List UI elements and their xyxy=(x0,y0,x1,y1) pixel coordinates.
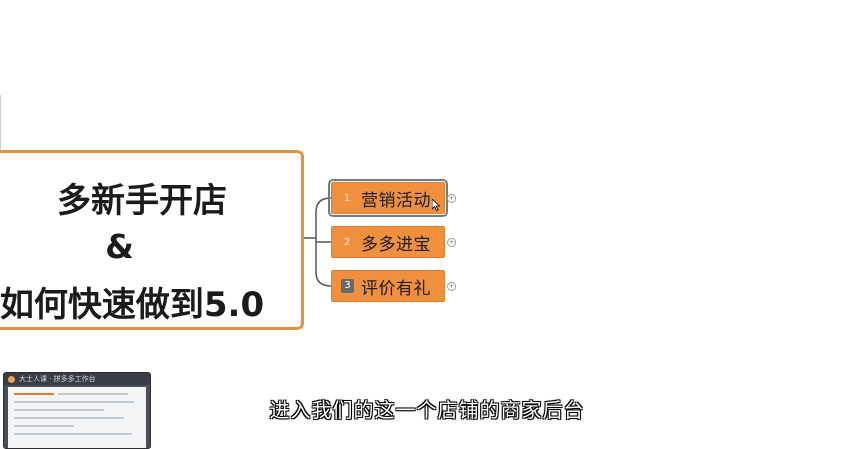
topic-number-badge: 1 xyxy=(343,192,351,204)
thumbnail-titlebar: 大士人课 · 拼多多工作台 xyxy=(4,373,150,385)
window-thumbnail[interactable]: 大士人课 · 拼多多工作台 xyxy=(3,372,151,449)
subtopic-review-rewards[interactable]: 3 评价有礼 xyxy=(331,270,445,302)
video-subtitle: 进入我们的这一个店铺的商家后台 xyxy=(269,398,585,422)
topic-number-badge: 2 xyxy=(343,236,351,248)
central-topic-line3: 如何快速做到5.0 xyxy=(0,285,265,325)
mouse-cursor-icon xyxy=(432,199,440,211)
central-topic-line1: 多新手开店 xyxy=(57,181,227,221)
topic-number-badge: 3 xyxy=(341,279,354,293)
subtopic-label: 营销活动 xyxy=(361,190,431,211)
subtopic-label: 评价有礼 xyxy=(361,278,431,299)
thumbnail-content xyxy=(8,387,146,448)
subtopic-label: 多多进宝 xyxy=(361,234,431,255)
central-topic-line2: & xyxy=(105,227,134,266)
branch-connectors xyxy=(304,197,332,287)
subtopic-marketing[interactable]: 1 营销活动 xyxy=(328,179,448,217)
expand-collapse-icon[interactable]: + xyxy=(447,194,456,203)
app-logo-icon xyxy=(8,375,15,383)
subtopic-duoduo-jinbao[interactable]: 2 多多进宝 xyxy=(331,226,445,258)
central-topic[interactable]: 多新手开店 & 如何快速做到5.0 xyxy=(0,150,304,330)
thumbnail-title: 大士人课 · 拼多多工作台 xyxy=(19,375,96,383)
expand-collapse-icon[interactable]: + xyxy=(447,282,456,291)
expand-collapse-icon[interactable]: + xyxy=(447,238,456,247)
